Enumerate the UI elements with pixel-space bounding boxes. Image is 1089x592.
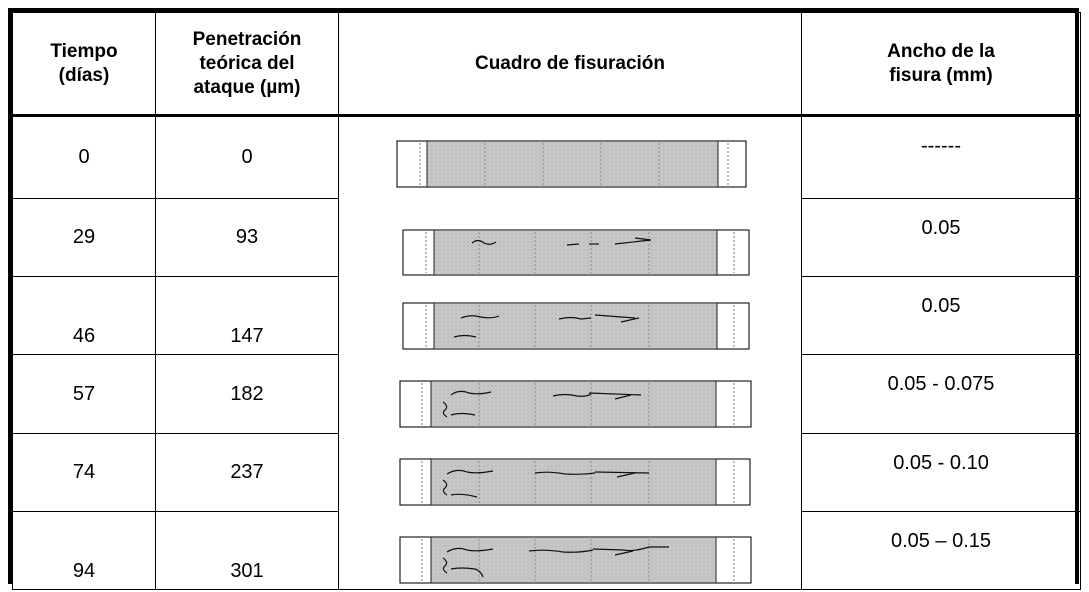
specimen-3 — [399, 380, 752, 428]
cell-penetracion: 0 — [155, 114, 339, 200]
header-ancho-line2: fisura (mm) — [889, 64, 993, 86]
specimen-4 — [399, 458, 751, 506]
table-row: 94 301 0.05 – 0.15 — [12, 510, 1081, 591]
cell-penetracion: 147 — [155, 276, 339, 356]
cell-tiempo: 0 — [12, 114, 156, 200]
table-row: 57 182 0.05 - 0.075 — [12, 354, 1081, 434]
crack-patterns-svg — [396, 140, 752, 584]
header-cuadro-label: Cuadro de fisuración — [474, 52, 666, 74]
header-penetracion-line2: teórica del — [199, 52, 295, 74]
cell-ancho: 0.05 - 0.10 — [801, 432, 1081, 512]
specimen-2 — [402, 302, 750, 350]
header-penetracion-line3: ataque (µm) — [193, 76, 301, 98]
cell-ancho: 0.05 - 0.075 — [801, 354, 1081, 434]
table-row: 29 93 0.05 — [12, 198, 1081, 278]
table-row: 0 0 — [12, 114, 1081, 590]
header-tiempo-line1: Tiempo — [50, 40, 118, 62]
specimen-5 — [399, 536, 752, 584]
header-penetracion-line1: Penetración — [192, 28, 302, 50]
header-ancho-line1: Ancho de la — [887, 40, 995, 62]
header-penetracion: Penetración teórica del ataque (µm) — [155, 12, 339, 117]
specimen-1 — [402, 229, 750, 276]
cell-ancho: 0.05 — [801, 198, 1081, 278]
cell-ancho: 0.05 – 0.15 — [801, 510, 1081, 591]
header-cuadro: Cuadro de fisuración — [338, 12, 802, 117]
cell-ancho: ------ — [801, 114, 1081, 200]
crack-pattern-column — [338, 115, 802, 590]
cell-tiempo: 29 — [12, 198, 156, 278]
cell-penetracion: 93 — [155, 198, 339, 278]
header-ancho: Ancho de la fisura (mm) — [801, 12, 1081, 117]
table-row: 46 147 0.05 — [12, 276, 1081, 356]
header-tiempo: Tiempo (días) — [12, 12, 156, 117]
header-row: Tiempo (días) Penetración teórica del at… — [12, 12, 1081, 117]
header-tiempo-line2: (días) — [58, 64, 110, 86]
cell-penetracion: 237 — [155, 432, 339, 512]
cell-penetracion: 301 — [155, 510, 339, 591]
table-row: 74 237 0.05 - 0.10 — [12, 432, 1081, 512]
cell-tiempo: 57 — [12, 354, 156, 434]
cell-penetracion: 182 — [155, 354, 339, 434]
cell-ancho: 0.05 — [801, 276, 1081, 356]
cell-tiempo: 46 — [12, 276, 156, 356]
cracking-table: Tiempo (días) Penetración teórica del at… — [12, 12, 1081, 591]
cell-tiempo: 94 — [12, 510, 156, 591]
cell-tiempo: 74 — [12, 432, 156, 512]
specimen-0 — [396, 140, 747, 188]
